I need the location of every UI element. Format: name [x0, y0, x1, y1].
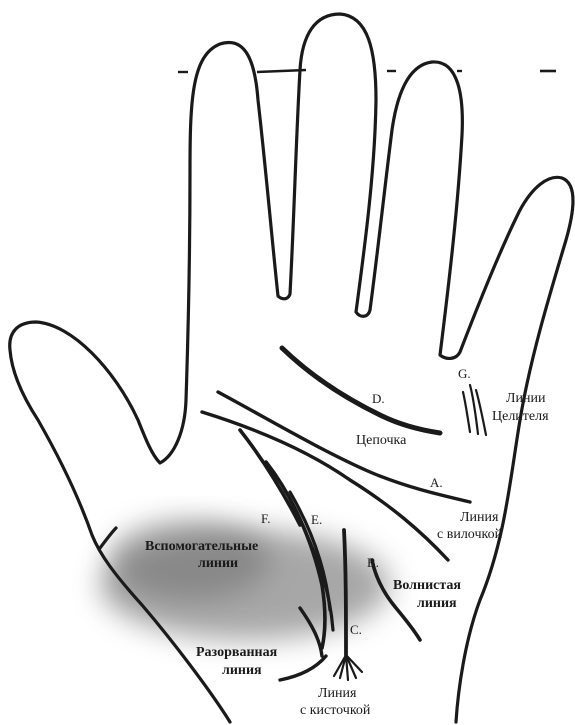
letter-e: E.	[311, 512, 322, 527]
letter-d: D.	[372, 391, 385, 406]
healer-lines	[463, 385, 486, 435]
letter-b: B.	[367, 555, 379, 570]
auxiliary-label-line2: линии	[198, 556, 238, 571]
tassel-label-line1: Линия	[318, 686, 357, 701]
broken-label-line1: Разорванная	[196, 645, 278, 660]
fork-label-line1: Линия	[460, 510, 499, 525]
letter-a: A.	[430, 475, 443, 490]
auxiliary-label-line1: Вспомогательные	[145, 539, 258, 554]
healer-label-line1: Линии	[506, 391, 546, 406]
wavy-label-line1: Волнистая	[393, 578, 461, 593]
tassel-label-line2: с кисточкой	[300, 703, 371, 718]
wavy-label-line2: линия	[417, 596, 457, 611]
broken-label-line2: линия	[222, 663, 262, 678]
letter-g: G.	[458, 366, 471, 381]
chain-line	[282, 348, 440, 433]
chain-label: Цепочка	[356, 433, 407, 448]
thumb-base-line	[100, 528, 116, 548]
top-dash-marks	[178, 70, 556, 72]
fork-label-line2: с вилочкой	[437, 527, 503, 542]
healer-label-line2: Целителя	[492, 409, 549, 424]
letter-f: F.	[261, 511, 270, 526]
letter-c: C.	[350, 622, 362, 637]
